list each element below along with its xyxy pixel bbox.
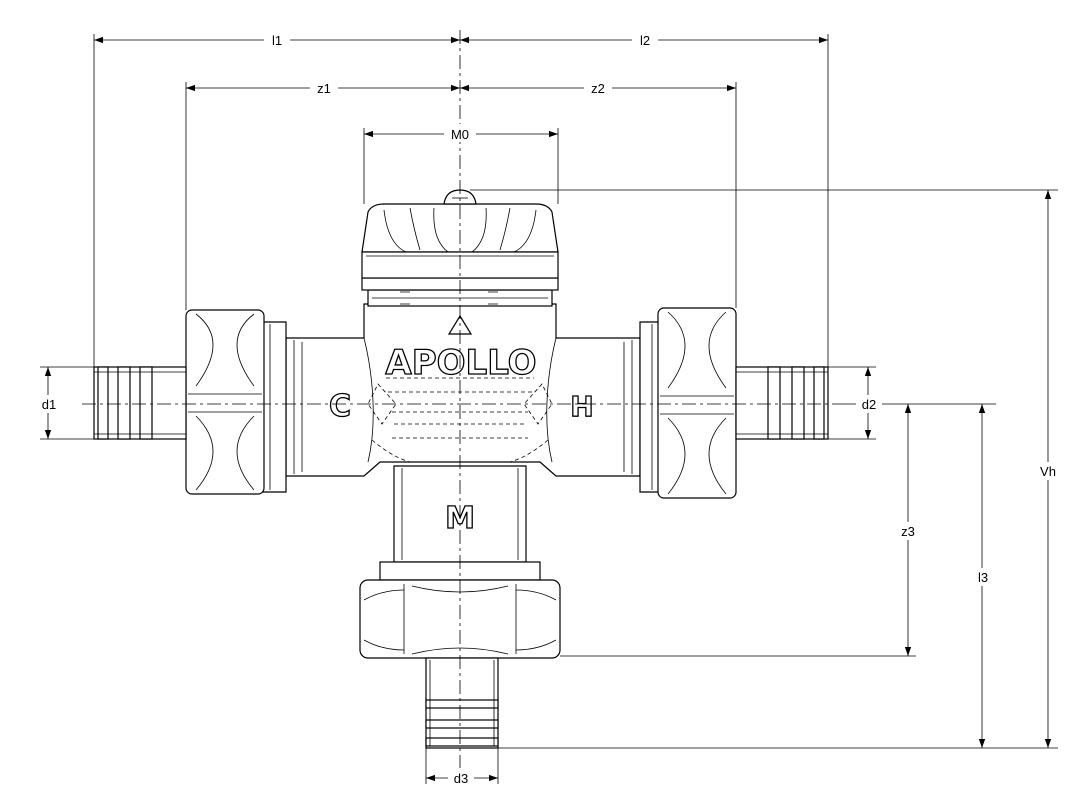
dim-label-l2: l2 [640,33,650,48]
dim-label-d2: d2 [862,397,876,412]
brand-text: APOLLO [385,343,536,383]
hot-marking: H [570,390,593,423]
dim-label-l3: l3 [978,570,988,585]
dim-label-l1: l1 [272,33,282,48]
valve-body [285,189,641,477]
dim-label-z3: z3 [901,524,915,539]
cold-inlet-connection [93,309,287,495]
dim-label-z2: z2 [591,81,605,96]
dim-label-d1: d1 [42,397,56,412]
dim-label-d3: d3 [454,771,468,786]
extension-lines [40,34,1058,784]
dim-label-m0: M0 [451,127,469,142]
hot-inlet-connection [639,307,829,499]
dim-label-vh: Vh [1040,464,1056,479]
dim-label-z1: z1 [317,81,331,96]
cold-marking: C [329,389,351,424]
